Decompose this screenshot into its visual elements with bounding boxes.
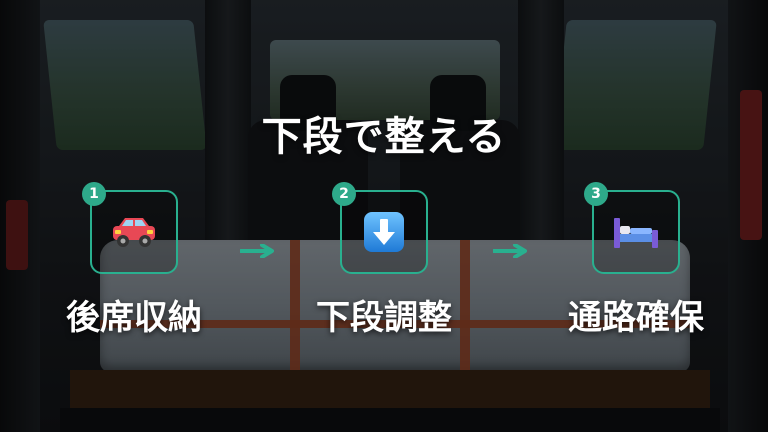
right-arrow-icon [492,243,527,262]
down-arrow-icon [362,210,406,254]
step-label-2: 下段調整 [316,298,452,338]
front-seat-right [400,120,520,250]
bed-icon [610,212,662,252]
headrest-right [430,75,486,131]
step-label-3: 通路確保 [568,298,704,338]
right-arrow-icon [239,243,274,262]
step-card-2: 2 [332,182,428,274]
mattress [100,240,690,372]
step-number-badge: 1 [82,182,106,206]
car-icon [109,214,159,250]
cargo-sill [60,408,720,432]
cargo-floor [70,370,710,410]
step-card-3: 3 [584,182,680,274]
step-label-1: 後席収納 [66,298,202,338]
mattress-strap [290,240,300,372]
taillight-right [740,90,762,240]
step-number-badge: 3 [584,182,608,206]
slide-title: 下段で整える [261,114,507,160]
headrest-left [280,75,336,131]
mattress-strap [460,240,470,372]
step-card-1: 1 [82,182,178,274]
step-number-badge: 2 [332,182,356,206]
mattress-strap [100,320,690,328]
taillight-left [6,200,28,270]
